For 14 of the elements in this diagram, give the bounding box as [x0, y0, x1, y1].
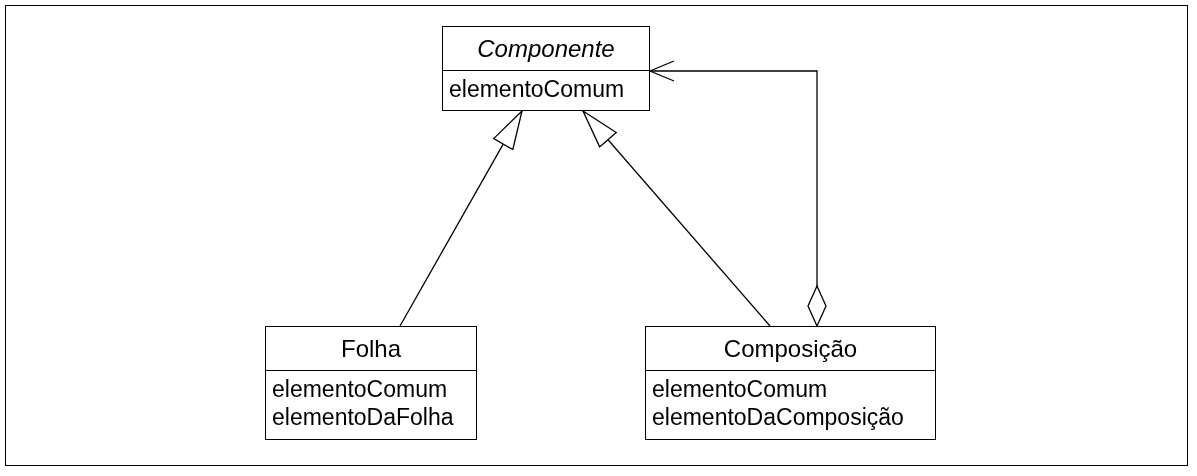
- attribute-text: elementoComum: [652, 376, 828, 402]
- class-box: [265, 326, 477, 440]
- attribute-text: elementoDaComposição: [652, 404, 904, 430]
- aggregation-arrow: [649, 60, 827, 327]
- attribute-text: elementoDaFolha: [272, 404, 454, 430]
- class-name: Componente: [477, 34, 615, 63]
- attribute-text: elementoComum: [272, 376, 448, 402]
- generalization-arrow: [399, 110, 523, 327]
- class-box: [645, 326, 936, 440]
- attribute-text: elementoComum: [449, 76, 625, 102]
- class-name: Composição: [723, 334, 858, 363]
- class-box: [442, 26, 650, 111]
- class-name: Folha: [340, 334, 401, 363]
- generalization-arrow: [582, 110, 771, 327]
